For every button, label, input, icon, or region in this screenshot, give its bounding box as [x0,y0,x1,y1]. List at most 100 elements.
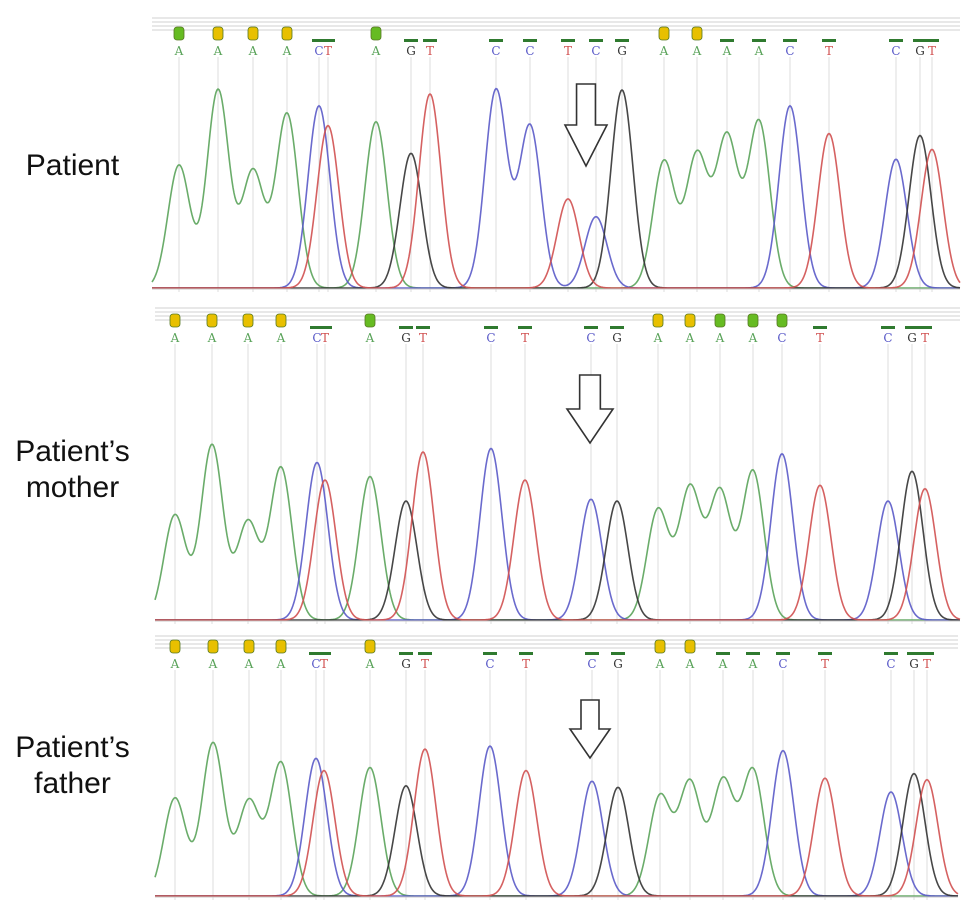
trace-t [152,92,961,289]
panel-label-father: Patient’s father [0,730,145,802]
panel-label-line: Patient’s [15,435,130,468]
quality-bar [317,652,331,655]
base-call: G [909,657,919,671]
trace-a [154,741,958,897]
quality-bar [423,39,437,42]
quality-marker [275,313,287,328]
quality-marker [281,26,293,41]
quality-bar [889,39,903,42]
quality-marker [243,639,255,654]
quality-bar [905,326,919,329]
trace-t [155,748,959,897]
quality-bar [716,652,730,655]
quality-bar [416,326,430,329]
quality-bar [776,652,790,655]
base-call: C [891,44,900,58]
base-call: C [311,657,320,671]
base-call: C [586,331,595,345]
base-call: A [244,657,254,671]
quality-bar [884,652,898,655]
base-call: A [243,331,253,345]
base-call: T [320,657,328,671]
quality-bar [518,326,532,329]
quality-bar [318,326,332,329]
quality-bar [321,39,335,42]
quality-bar [585,652,599,655]
quality-bar [783,39,797,42]
quality-bar [519,652,533,655]
quality-marker [776,313,788,328]
base-call: G [401,331,411,345]
base-call: A [659,44,669,58]
base-call: A [685,657,695,671]
base-call: A [248,44,258,58]
quality-bar [489,39,503,42]
quality-bar [818,652,832,655]
trace-c [155,745,958,897]
quality-marker [212,26,224,41]
base-call: G [406,44,416,58]
base-call: C [486,331,495,345]
trace-c [152,87,960,289]
quality-marker [684,639,696,654]
base-call: A [174,44,184,58]
base-call: C [785,44,794,58]
base-call: T [825,44,833,58]
panel-label-line: father [34,767,111,800]
panel-label-line: mother [25,471,120,504]
base-call: G [401,657,411,671]
base-call: A [365,657,375,671]
base-call: A [754,44,764,58]
quality-bar [813,326,827,329]
base-call: T [564,44,572,58]
quality-bar [310,326,324,329]
base-call: C [778,657,787,671]
base-call: A [748,657,758,671]
quality-bar [881,326,895,329]
base-call: T [421,657,429,671]
quality-bar [589,39,603,42]
down-arrow-icon [565,374,615,445]
quality-marker [169,639,181,654]
quality-marker [658,26,670,41]
base-call: G [907,331,917,345]
quality-bar [312,39,326,42]
base-call: A [170,657,180,671]
base-call: C [886,657,895,671]
base-call: A [722,44,732,58]
base-call: G [617,44,627,58]
base-call: A [276,657,286,671]
base-call: A [276,331,286,345]
quality-bar [925,39,939,42]
base-call: C [485,657,494,671]
base-call: A [208,657,218,671]
base-call: A [207,331,217,345]
quality-bar [561,39,575,42]
base-call: T [816,331,824,345]
quality-bar [523,39,537,42]
base-call: A [653,331,663,345]
base-call: C [591,44,600,58]
base-call: T [419,331,427,345]
quality-bar [418,652,432,655]
base-call: A [655,657,665,671]
base-call: C [777,331,786,345]
trace-t [155,451,961,621]
quality-bar [483,652,497,655]
base-call: T [321,331,329,345]
quality-bar [610,326,624,329]
quality-marker [747,313,759,328]
quality-marker [207,639,219,654]
base-call: T [928,44,936,58]
quality-bar [611,652,625,655]
quality-marker [364,313,376,328]
quality-bar [752,39,766,42]
panel-label-mother: Patient’s mother [0,434,145,506]
base-call: A [692,44,702,58]
quality-marker [370,26,382,41]
base-call: G [613,657,623,671]
base-call: C [883,331,892,345]
